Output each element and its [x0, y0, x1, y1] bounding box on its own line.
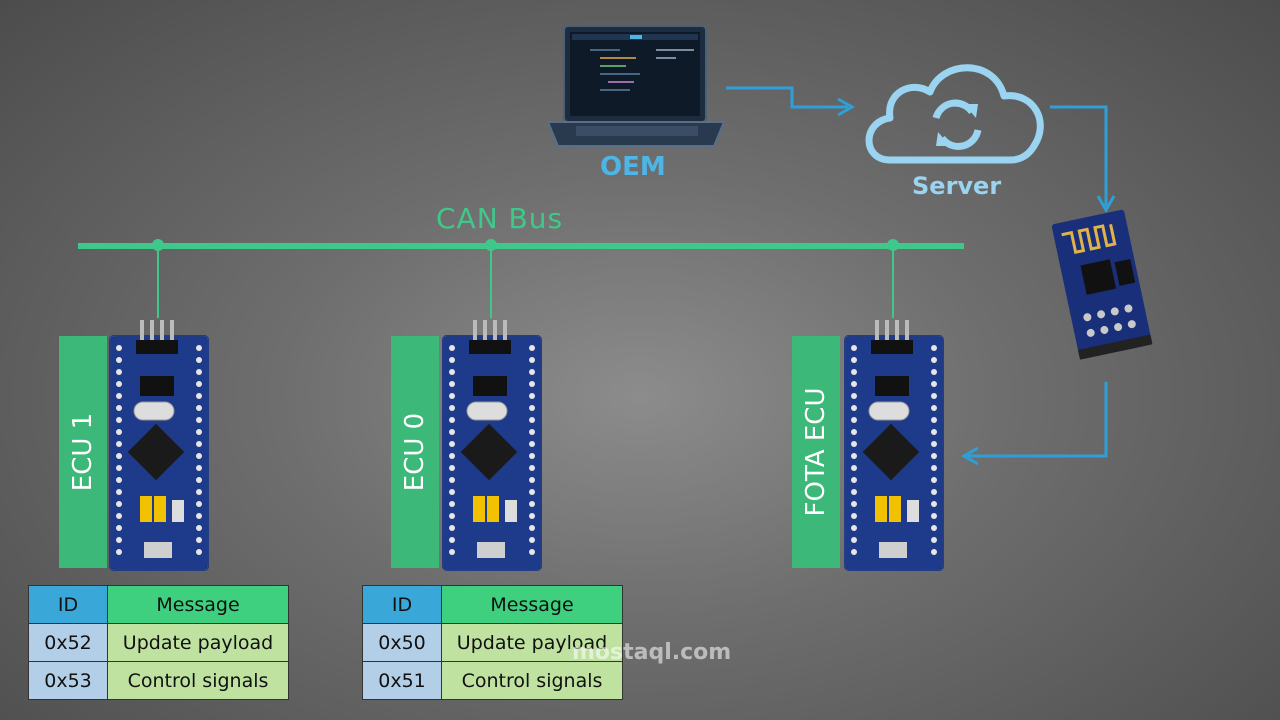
- cloud-sync-icon: [865, 64, 1044, 164]
- header-message: Message: [107, 585, 289, 624]
- table-row: 0x52 Update payload: [28, 623, 289, 662]
- cell-id: 0x50: [362, 623, 442, 662]
- arrow-wifi-fota: [968, 382, 1108, 458]
- table-header-row: ID Message: [362, 585, 623, 624]
- bus-node: [152, 239, 164, 251]
- cell-id: 0x52: [28, 623, 108, 662]
- cell-id: 0x51: [362, 661, 442, 700]
- ecu0-board-icon: [442, 319, 542, 571]
- fota-board-icon: [844, 319, 944, 571]
- laptop-icon: [546, 25, 726, 147]
- watermark: mostaql.com: [572, 640, 732, 665]
- cell-message: Control signals: [107, 661, 289, 700]
- header-id: ID: [28, 585, 108, 624]
- table-row: 0x50 Update payload: [362, 623, 623, 662]
- can-bus-label: CAN Bus: [436, 202, 564, 235]
- cell-id: 0x53: [28, 661, 108, 700]
- cell-message: Update payload: [441, 623, 623, 662]
- oem-label: OEM: [600, 152, 666, 182]
- header-id: ID: [362, 585, 442, 624]
- bus-node: [485, 239, 497, 251]
- table-header-row: ID Message: [28, 585, 289, 624]
- ecu1-tab: ECU 1: [59, 336, 107, 568]
- arrowhead: [960, 446, 979, 466]
- fota-ecu-tab: FOTA ECU: [792, 336, 840, 568]
- table-row: 0x51 Control signals: [362, 661, 623, 700]
- wifi-module-icon: [1051, 209, 1153, 360]
- ecu0-message-table: ID Message 0x50 Update payload 0x51 Cont…: [362, 585, 623, 700]
- ecu1-board-icon: [109, 319, 209, 571]
- arrow-oem-server: [726, 86, 848, 109]
- bus-node: [887, 239, 899, 251]
- ecu1-label: ECU 1: [68, 412, 98, 492]
- arrowhead: [837, 97, 856, 117]
- ecu0-label: ECU 0: [400, 412, 430, 492]
- server-label: Server: [912, 172, 1002, 200]
- ecu0-tab: ECU 0: [391, 336, 439, 568]
- ecu1-message-table: ID Message 0x52 Update payload 0x53 Cont…: [28, 585, 289, 700]
- fota-ecu-label: FOTA ECU: [801, 387, 831, 517]
- arrow-server-wifi: [1050, 105, 1108, 206]
- cell-message: Update payload: [107, 623, 289, 662]
- cell-message: Control signals: [441, 661, 623, 700]
- arrowhead: [1096, 195, 1116, 214]
- header-message: Message: [441, 585, 623, 624]
- table-row: 0x53 Control signals: [28, 661, 289, 700]
